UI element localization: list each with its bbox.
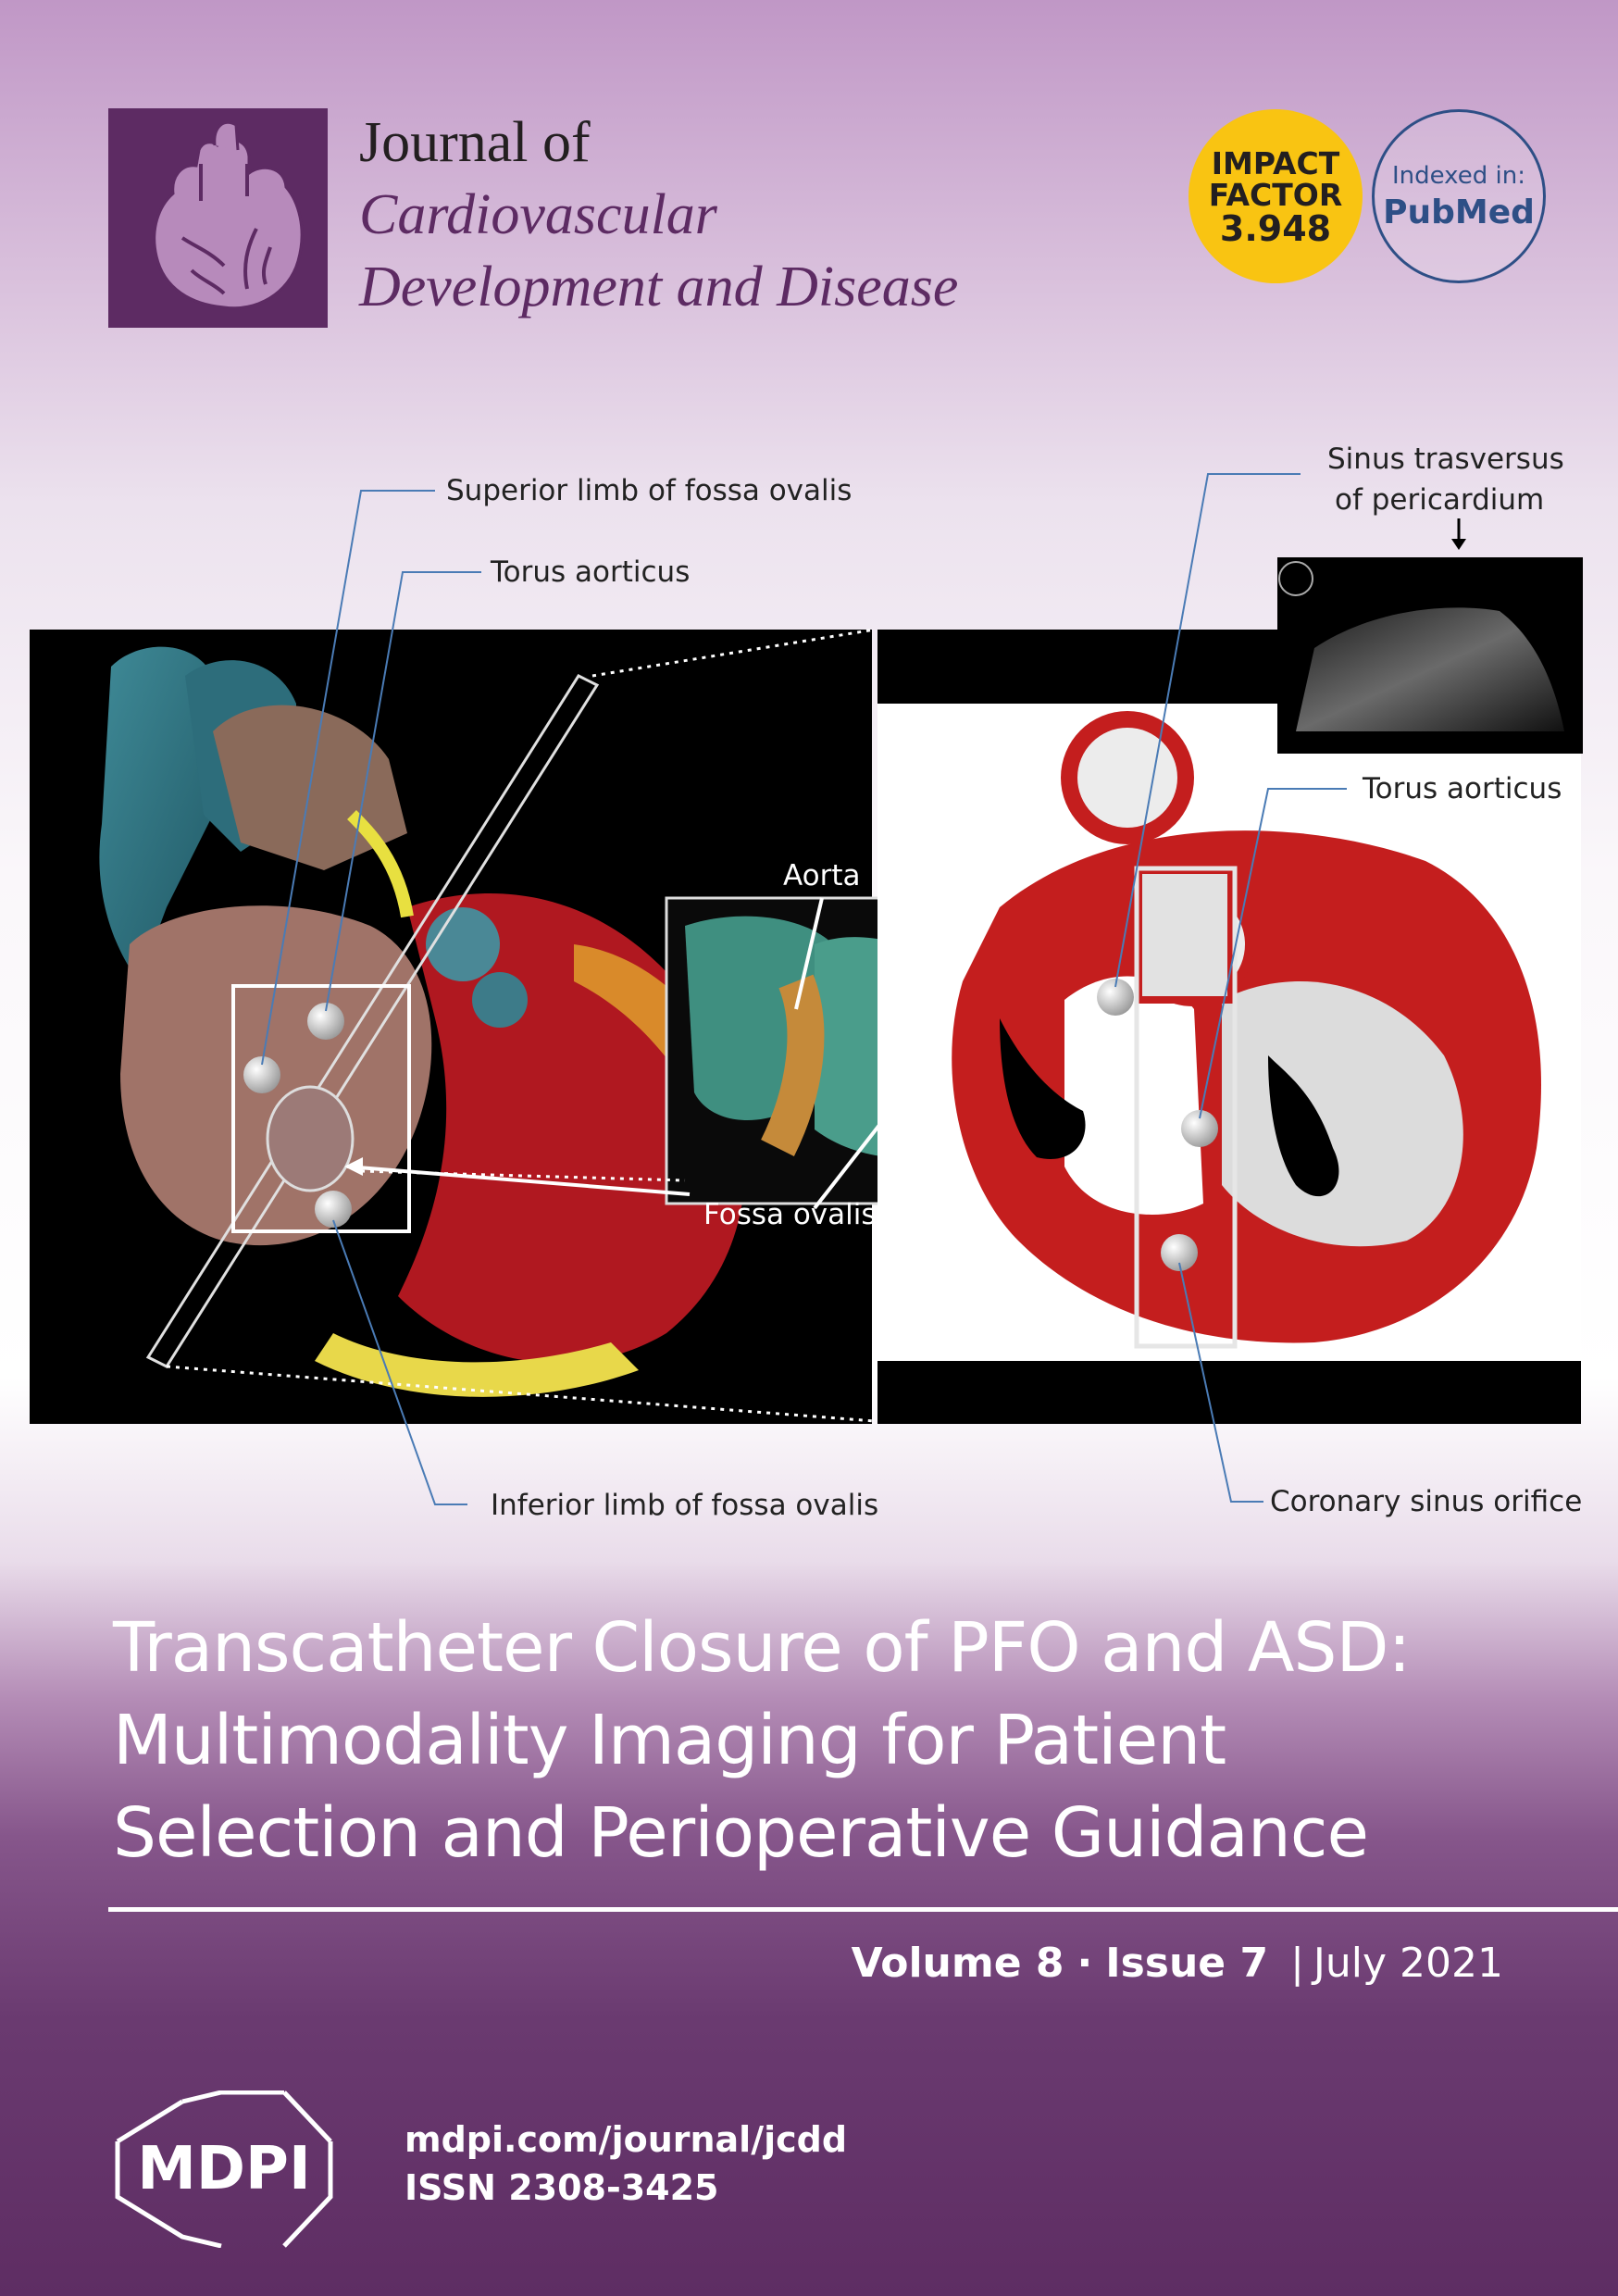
impact-factor-label-1: IMPACT bbox=[1211, 145, 1340, 181]
fossa-ovalis-shape bbox=[266, 1085, 355, 1192]
fossa-box-right bbox=[1134, 866, 1238, 1349]
cover-figure: Aorta Fossa ovalis bbox=[30, 443, 1583, 1522]
issue-separator-dot: · bbox=[1077, 1940, 1093, 1987]
marker-superior-limb bbox=[243, 1056, 280, 1093]
mdpi-hexagon-icon: MDPI bbox=[115, 2090, 333, 2249]
journal-title-line1: Journal of bbox=[359, 111, 591, 174]
pubmed-label: PubMed bbox=[1383, 193, 1535, 231]
impact-factor-label-2: FACTOR bbox=[1208, 177, 1343, 213]
publisher-info: mdpi.com/journal/jcdd ISSN 2308-3425 bbox=[404, 2115, 847, 2212]
article-title-line1: Transcatheter Closure of PFO and ASD: bbox=[113, 1608, 1411, 1688]
title-divider bbox=[108, 1907, 1618, 1912]
label-coronary-sinus: Coronary sinus orifice bbox=[1270, 1485, 1582, 1518]
journal-title: Journal of Cardiovascular Development an… bbox=[359, 106, 1081, 323]
impact-factor-value: 3.948 bbox=[1219, 208, 1332, 249]
issue-info: Volume 8 · Issue 7 |July 2021 bbox=[852, 1940, 1503, 1987]
marker-torus-right bbox=[1181, 1110, 1218, 1147]
landmark-markers bbox=[243, 979, 1218, 1271]
marker-inferior-limb bbox=[315, 1191, 352, 1228]
label-fossa-ovalis: Fossa ovalis bbox=[703, 1198, 877, 1231]
label-torus-aorticus-right: Torus aorticus bbox=[1362, 772, 1562, 805]
label-torus-aorticus-left: Torus aorticus bbox=[490, 555, 690, 589]
marker-torus-left bbox=[307, 1003, 344, 1040]
pubmed-badge: Indexed in: PubMed bbox=[1372, 109, 1546, 283]
mdpi-logo: MDPI bbox=[108, 2090, 340, 2249]
volume-label: Volume 8 bbox=[851, 1940, 1064, 1987]
issue-date: July 2021 bbox=[1313, 1940, 1503, 1987]
label-inferior-limb: Inferior limb of fossa ovalis bbox=[491, 1489, 878, 1522]
indexed-in-label: Indexed in: bbox=[1391, 162, 1525, 190]
heart-illustration-left bbox=[99, 646, 746, 1397]
issue-divider: | bbox=[1290, 1940, 1304, 1987]
journal-title-line3: Development and Disease bbox=[359, 256, 959, 318]
article-title: Transcatheter Closure of PFO and ASD: Mu… bbox=[113, 1602, 1575, 1879]
marker-coronary-sinus bbox=[1161, 1234, 1198, 1271]
echo-2d-inset bbox=[1277, 518, 1583, 754]
fossa-box-left bbox=[231, 984, 411, 1233]
mdpi-logo-text: MDPI bbox=[137, 2135, 311, 2203]
section-plane bbox=[145, 674, 600, 1368]
heart-illustration-right bbox=[952, 711, 1541, 1343]
article-title-line3: Selection and Perioperative Guidance bbox=[113, 1793, 1369, 1873]
label-aorta: Aorta bbox=[783, 859, 861, 892]
label-sinus-line1: Sinus trasversus bbox=[1327, 443, 1564, 476]
label-sinus-line2: of pericardium bbox=[1335, 483, 1544, 517]
journal-logo bbox=[108, 108, 328, 328]
issn-number: ISSN 2308-3425 bbox=[404, 2167, 719, 2208]
label-superior-limb: Superior limb of fossa ovalis bbox=[446, 474, 852, 507]
journal-title-line2: Cardiovascular bbox=[359, 183, 717, 246]
article-title-line2: Multimodality Imaging for Patient bbox=[113, 1701, 1226, 1780]
issue-label: Issue 7 bbox=[1105, 1940, 1269, 1987]
heart-logo-icon bbox=[153, 120, 304, 310]
journal-url[interactable]: mdpi.com/journal/jcdd bbox=[404, 2119, 848, 2160]
impact-factor-badge: IMPACT FACTOR 3.948 bbox=[1189, 109, 1363, 283]
marker-sinus bbox=[1097, 979, 1134, 1016]
